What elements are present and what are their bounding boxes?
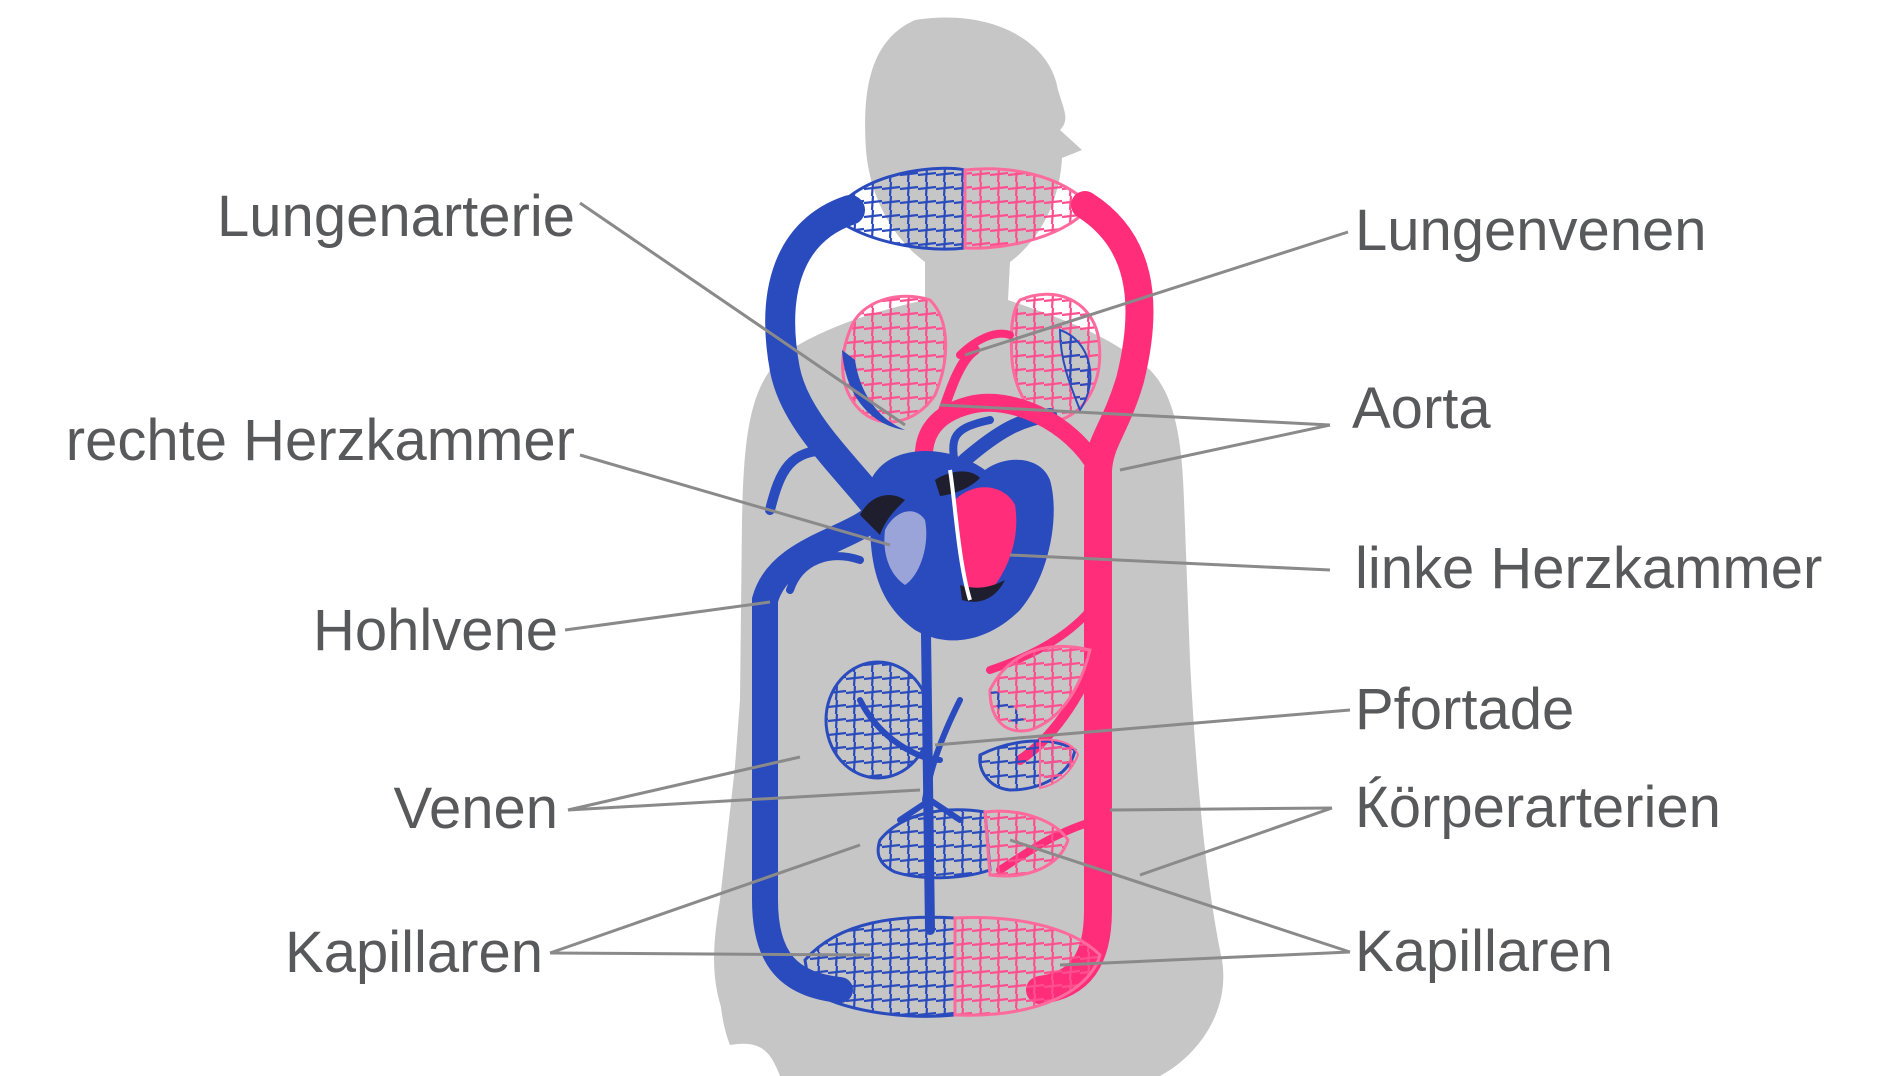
intestine-capillaries-lower [878,810,1068,878]
label-hohlvene: Hohlvene [313,598,558,663]
leader-hohlvene [565,602,770,630]
label-lungenvenen: Lungenvenen [1355,198,1707,263]
leader-lungenarterie [580,203,905,425]
leader-koerperarterien-a [1110,808,1332,810]
label-kapillaren-right: Kapillaren [1355,919,1613,984]
label-rechte-herzkammer: rechte Herzkammer [66,408,575,473]
label-lungenarterie: Lungenarterie [217,184,575,249]
leader-kapillaren-left-b [550,953,870,955]
label-linke-herzkammer: linke Herzkammer [1355,536,1822,601]
liver-capillaries [826,662,930,778]
label-koerperarterien: Ќörperarterien [1355,775,1721,840]
label-kapillaren-left: Kapillaren [285,920,543,985]
lung-capillaries-upper [845,168,1090,249]
label-aorta: Aorta [1352,376,1491,441]
label-pfortade: Pfortade [1355,677,1574,742]
label-venen: Venen [393,776,558,841]
